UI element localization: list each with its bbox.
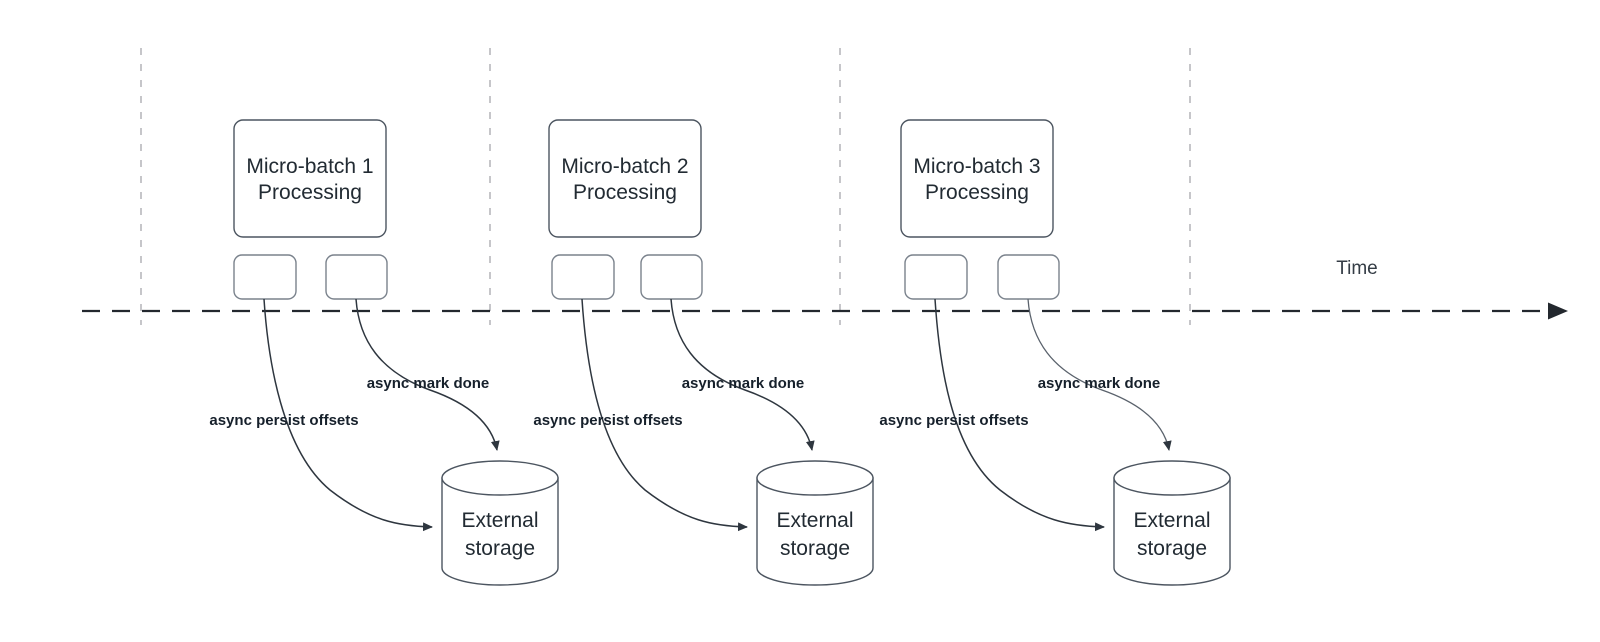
edge-label-persist-offsets-1: async persist offsets xyxy=(209,412,358,429)
mini-box-mark-2[interactable] xyxy=(640,254,703,300)
edge-label-mark-done-2: async mark done xyxy=(682,375,805,392)
micro-batch-group-3: Micro-batch 3 Processing async persist o… xyxy=(879,119,1231,586)
external-storage-cylinder-1[interactable]: External storage xyxy=(441,460,559,586)
micro-batch-2-label-line1: Micro-batch 2 xyxy=(561,155,688,178)
micro-batch-3-label-line2: Processing xyxy=(925,181,1029,204)
external-storage-3-label-line1: External xyxy=(1133,509,1210,532)
timeline-arrowhead xyxy=(1548,302,1568,320)
micro-batch-1-label-line2: Processing xyxy=(258,181,362,204)
edge-label-mark-done-3: async mark done xyxy=(1038,375,1161,392)
micro-batch-1-label-line1: Micro-batch 1 xyxy=(246,155,373,178)
flow-persist-offsets-2 xyxy=(581,298,748,532)
mini-box-persist-1[interactable] xyxy=(233,254,297,300)
micro-batch-3-box[interactable] xyxy=(900,119,1054,238)
flow-persist-offsets-3 xyxy=(934,298,1105,532)
micro-batch-2-box[interactable] xyxy=(548,119,702,238)
external-storage-cylinder-2[interactable]: External storage xyxy=(756,460,874,586)
vertical-guides xyxy=(140,48,1191,325)
timeline-axis: Time xyxy=(82,258,1568,320)
external-storage-2-label-line2: storage xyxy=(780,537,850,560)
external-storage-3-label-line2: storage xyxy=(1137,537,1207,560)
flow-mark-done-2 xyxy=(670,298,815,451)
mini-box-persist-3[interactable] xyxy=(904,254,968,300)
external-storage-1-label-line1: External xyxy=(461,509,538,532)
micro-batch-2-label-line2: Processing xyxy=(573,181,677,204)
mini-box-mark-3[interactable] xyxy=(997,254,1060,300)
edge-label-mark-done-1: async mark done xyxy=(367,375,490,392)
flow-mark-done-1 xyxy=(355,298,500,451)
external-storage-1-label-line2: storage xyxy=(465,537,535,560)
edge-label-persist-offsets-2: async persist offsets xyxy=(533,412,682,429)
flow-mark-done-3 xyxy=(1027,298,1172,451)
flow-persist-offsets-1 xyxy=(263,298,433,532)
edge-label-persist-offsets-3: async persist offsets xyxy=(879,412,1028,429)
micro-batch-group-1: Micro-batch 1 Processing async persist o… xyxy=(209,119,559,586)
time-axis-label: Time xyxy=(1336,258,1378,279)
micro-batch-1-box[interactable] xyxy=(233,119,387,238)
micro-batch-3-label-line1: Micro-batch 3 xyxy=(913,155,1040,178)
micro-batch-group-2: Micro-batch 2 Processing async persist o… xyxy=(533,119,874,586)
mini-box-persist-2[interactable] xyxy=(551,254,615,300)
external-storage-cylinder-3[interactable]: External storage xyxy=(1113,460,1231,586)
external-storage-2-label-line1: External xyxy=(776,509,853,532)
mini-box-mark-1[interactable] xyxy=(325,254,388,300)
